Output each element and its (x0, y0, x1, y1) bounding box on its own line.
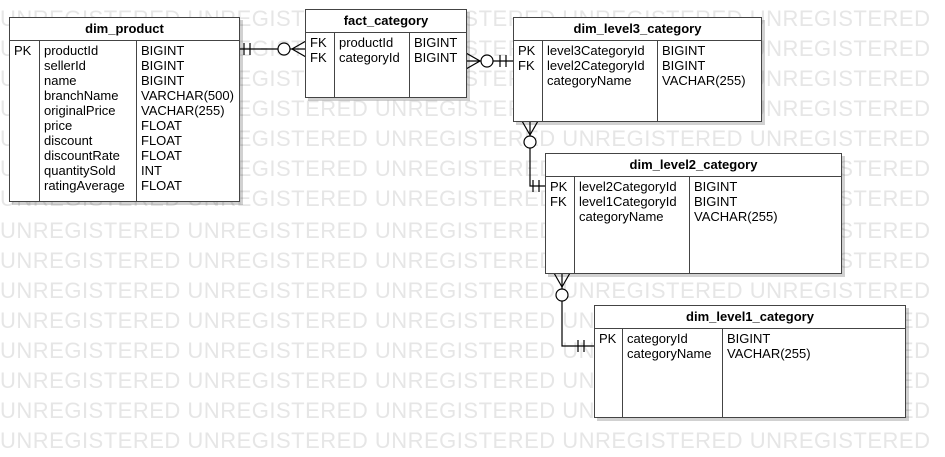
row-name: categoryName (579, 209, 664, 224)
row-key: FK (310, 35, 327, 50)
row-type: VACHAR(255) (727, 346, 811, 361)
row-key: FK (550, 194, 567, 209)
row-type: BIGINT (141, 58, 185, 73)
entity-body: PK FK level2CategoryId level1CategoryId … (546, 177, 841, 273)
key-column: FK FK (306, 33, 334, 97)
row-key: PK (518, 43, 536, 58)
row-type: FLOAT (141, 178, 182, 193)
row-type: BIGINT (141, 43, 185, 58)
name-column: productId categoryId (334, 33, 410, 97)
key-column: PK FK (514, 41, 542, 121)
type-column: BIGINT VACHAR(255) (722, 329, 905, 417)
entity-title: dim_level3_category (514, 18, 761, 41)
row-type: BIGINT (662, 58, 706, 73)
entity-dim-level3-category[interactable]: dim_level3_category PK FK level3Category… (513, 17, 762, 122)
row-key (14, 58, 38, 73)
connector-product-fact[interactable] (239, 40, 307, 58)
row-type: BIGINT (694, 194, 738, 209)
row-type: BIGINT (414, 35, 458, 50)
entity-dim-level2-category[interactable]: dim_level2_category PK FK level2Category… (545, 153, 842, 274)
row-name: sellerId (44, 58, 86, 73)
type-column: BIGINT BIGINT VACHAR(255) (657, 41, 761, 121)
row-name: level1CategoryId (579, 194, 677, 209)
row-type: BIGINT (694, 179, 738, 194)
type-column: BIGINT BIGINT (409, 33, 466, 97)
row-name: productId (44, 43, 99, 58)
row-name: quantitySold (44, 163, 116, 178)
row-key (14, 88, 38, 103)
row-type: BIGINT (141, 73, 185, 88)
row-key (550, 209, 574, 224)
row-type: FLOAT (141, 118, 182, 133)
row-key (14, 133, 38, 148)
entity-body: FK FK productId categoryId BIGINT BIGINT (306, 33, 466, 97)
row-name: level2CategoryId (579, 179, 677, 194)
row-key (599, 346, 623, 361)
row-name: name (44, 73, 77, 88)
watermark-row: UNREGISTERED UNREGISTERED UNREGISTERED U… (0, 278, 931, 303)
type-column: BIGINT BIGINT BIGINT VARCHAR(500) VACHAR… (136, 41, 239, 201)
connector-level3-level2[interactable] (521, 120, 546, 192)
row-key: FK (310, 50, 327, 65)
row-name: branchName (44, 88, 119, 103)
row-type: BIGINT (414, 50, 458, 65)
row-key (14, 163, 38, 178)
row-key: PK (14, 43, 32, 58)
row-key (14, 148, 38, 163)
entity-body: PK FK level3CategoryId level2CategoryId … (514, 41, 761, 121)
row-type: VACHAR(255) (662, 73, 746, 88)
key-column: PK FK (546, 177, 574, 273)
row-name: ratingAverage (44, 178, 125, 193)
row-key: FK (518, 58, 535, 73)
row-name: level3CategoryId (547, 43, 645, 58)
row-type: VARCHAR(500) (141, 88, 234, 103)
connector-fact-level3[interactable] (465, 52, 514, 70)
key-column: PK (10, 41, 38, 201)
row-name: categoryName (547, 73, 632, 88)
name-column: productId sellerId name branchName origi… (39, 41, 136, 201)
name-column: categoryId categoryName (622, 329, 723, 417)
entity-dim-product[interactable]: dim_product PK productId sellerId name b… (9, 17, 240, 202)
row-name: level2CategoryId (547, 58, 645, 73)
row-name: discount (44, 133, 93, 148)
row-type: VACHAR(255) (694, 209, 778, 224)
type-column: BIGINT BIGINT VACHAR(255) (689, 177, 841, 273)
row-name: categoryName (627, 346, 712, 361)
row-key (518, 73, 542, 88)
entity-body: PK categoryId categoryName BIGINT VACHAR… (595, 329, 905, 417)
row-name: discountRate (44, 148, 120, 163)
entity-title: dim_level1_category (595, 306, 905, 329)
row-name: categoryId (627, 331, 688, 346)
name-column: level2CategoryId level1CategoryId catego… (574, 177, 690, 273)
row-key (14, 103, 38, 118)
row-name: originalPrice (44, 103, 116, 118)
watermark-row: UNREGISTERED UNREGISTERED UNREGISTERED U… (0, 428, 931, 453)
row-key (14, 118, 38, 133)
row-type: FLOAT (141, 148, 182, 163)
row-key (14, 73, 38, 88)
entity-body: PK productId sellerId name branchName or… (10, 41, 239, 201)
row-type: FLOAT (141, 133, 182, 148)
entity-fact-category[interactable]: fact_category FK FK productId categoryId… (305, 9, 467, 98)
key-column: PK (595, 329, 623, 417)
row-key: PK (550, 179, 568, 194)
name-column: level3CategoryId level2CategoryId catego… (542, 41, 658, 121)
row-name: categoryId (339, 50, 400, 65)
row-type: VACHAR(255) (141, 103, 225, 118)
entity-title: fact_category (306, 10, 466, 33)
row-type: INT (141, 163, 162, 178)
row-key (14, 178, 38, 193)
connector-level2-level1[interactable] (553, 272, 595, 352)
entity-dim-level1-category[interactable]: dim_level1_category PK categoryId catego… (594, 305, 906, 418)
entity-title: dim_product (10, 18, 239, 41)
row-name: productId (339, 35, 394, 50)
row-type: BIGINT (662, 43, 706, 58)
row-name: price (44, 118, 73, 133)
row-key: PK (599, 331, 617, 346)
row-type: BIGINT (727, 331, 771, 346)
entity-title: dim_level2_category (546, 154, 841, 177)
